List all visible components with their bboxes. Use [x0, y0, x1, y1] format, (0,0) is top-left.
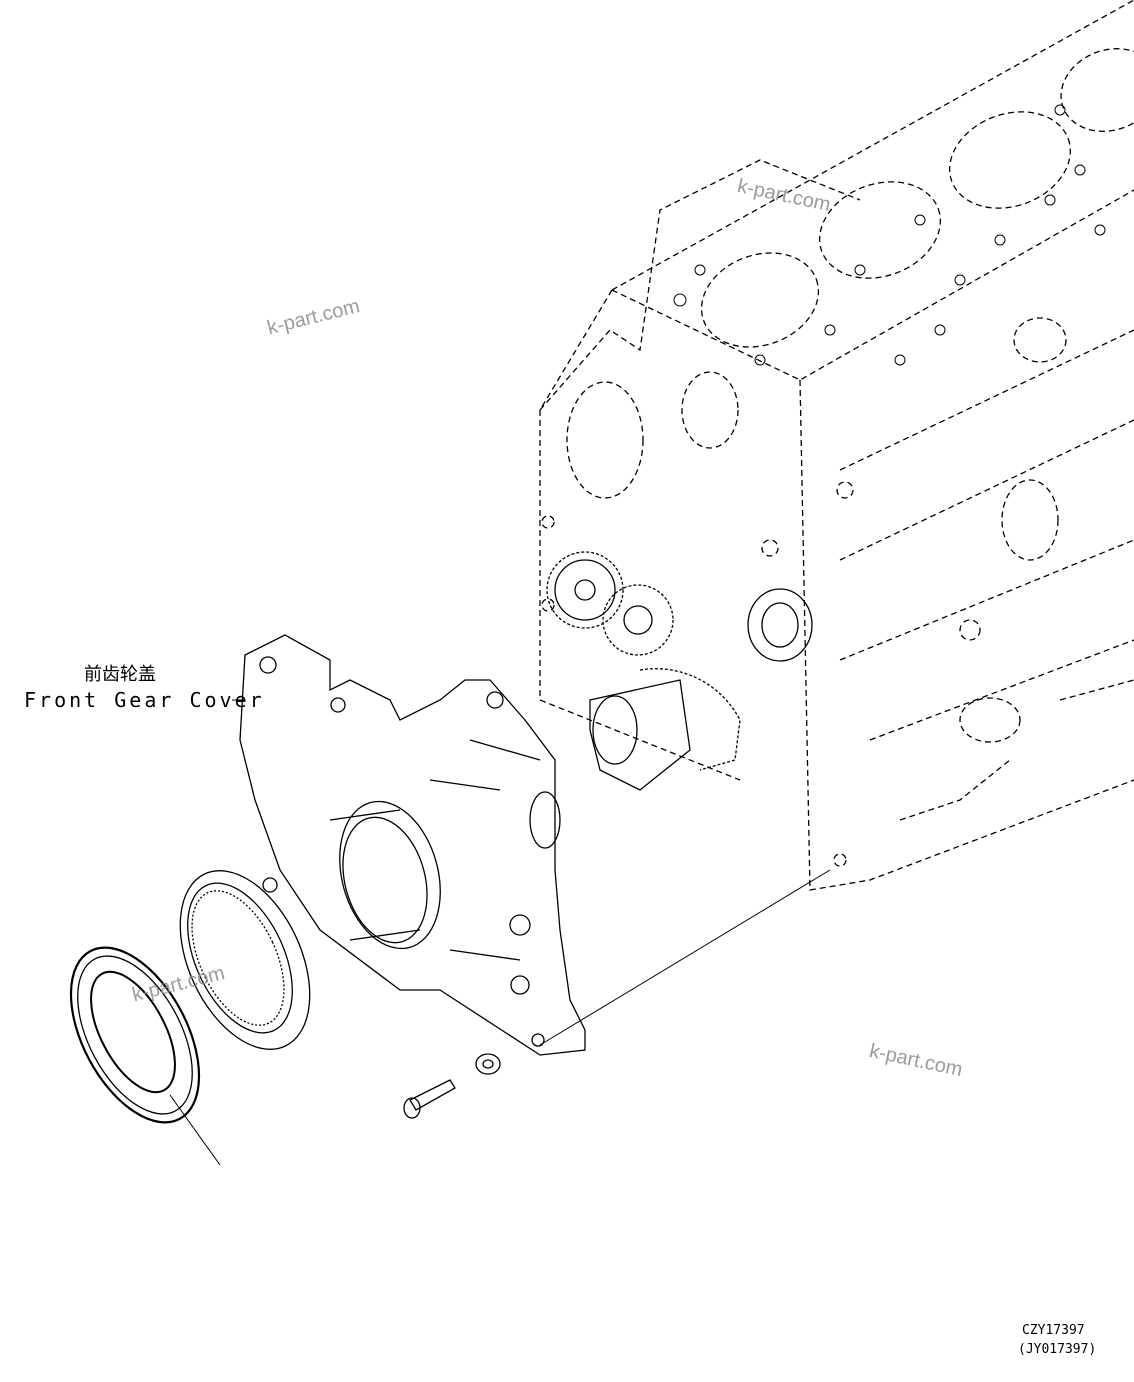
timing-gears [546, 551, 741, 771]
deck-holes [673, 104, 1106, 366]
dust-seal [69, 946, 201, 1124]
leader-lines [169, 699, 831, 1166]
part-label-english: Front Gear Cover [24, 688, 265, 712]
drawing-code: CZY17397 [1022, 1323, 1085, 1338]
engine-block [539, 0, 1134, 891]
mounting-bolt [403, 1053, 501, 1119]
part-label-chinese: 前齿轮盖 [84, 664, 156, 685]
drawing-code-secondary: (JY017397) [1018, 1342, 1097, 1357]
oil-pump-housing [589, 588, 813, 791]
front-gear-cover [239, 634, 586, 1056]
oil-seal [179, 870, 311, 1050]
